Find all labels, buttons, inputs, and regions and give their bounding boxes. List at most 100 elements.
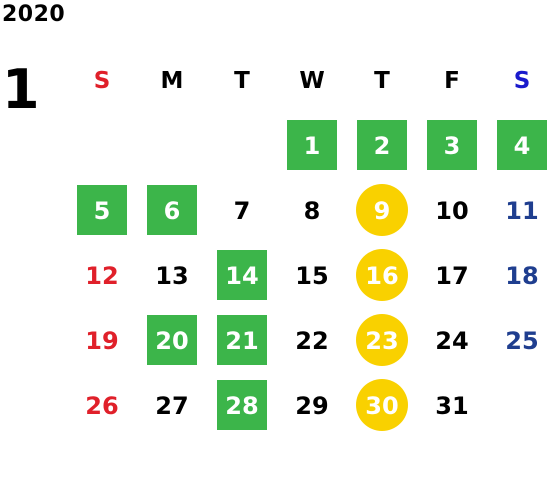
day-number: 11 xyxy=(505,196,539,225)
weekday-saturday: S xyxy=(487,48,548,113)
day-number: 4 xyxy=(513,131,531,160)
weekday-label: F xyxy=(444,67,460,94)
week-row: 26 27 28 29 30 31 xyxy=(67,373,548,438)
day-number: 6 xyxy=(163,196,181,225)
day-cell[interactable]: 28 xyxy=(207,373,277,438)
day-cell[interactable]: 22 xyxy=(277,308,347,373)
day-cell[interactable]: 14 xyxy=(207,243,277,308)
day-number: 26 xyxy=(85,391,119,420)
highlight-square xyxy=(147,185,197,235)
day-cell[interactable]: 20 xyxy=(137,308,207,373)
day-cell[interactable]: 13 xyxy=(137,243,207,308)
day-number: 2 xyxy=(373,131,391,160)
day-cell[interactable]: 30 xyxy=(347,373,417,438)
weekday-label: T xyxy=(234,67,250,94)
weekday-thursday: T xyxy=(347,48,417,113)
day-number: 12 xyxy=(85,261,119,290)
empty-day-cell xyxy=(487,373,548,438)
highlight-circle xyxy=(356,249,408,301)
day-number: 25 xyxy=(505,326,539,355)
day-number: 14 xyxy=(225,261,259,290)
weekday-label: S xyxy=(93,67,111,94)
day-cell[interactable]: 11 xyxy=(487,178,548,243)
weekday-wednesday: W xyxy=(277,48,347,113)
empty-day-cell xyxy=(137,113,207,178)
highlight-square xyxy=(147,315,197,365)
day-cell[interactable]: 31 xyxy=(417,373,487,438)
week-row: 12 13 14 15 16 17 18 xyxy=(67,243,548,308)
weekday-label: W xyxy=(299,67,325,94)
day-cell[interactable]: 5 xyxy=(67,178,137,243)
day-number: 16 xyxy=(365,261,399,290)
empty-day-cell xyxy=(67,113,137,178)
day-number: 24 xyxy=(435,326,469,355)
day-cell[interactable]: 18 xyxy=(487,243,548,308)
day-cell[interactable]: 19 xyxy=(67,308,137,373)
day-cell[interactable]: 27 xyxy=(137,373,207,438)
highlight-square xyxy=(217,380,267,430)
day-number: 9 xyxy=(373,196,391,225)
day-number: 13 xyxy=(155,261,189,290)
day-cell[interactable]: 21 xyxy=(207,308,277,373)
day-cell[interactable]: 8 xyxy=(277,178,347,243)
day-cell[interactable]: 24 xyxy=(417,308,487,373)
day-cell[interactable]: 3 xyxy=(417,113,487,178)
day-number: 20 xyxy=(155,326,189,355)
weekday-label: T xyxy=(374,67,390,94)
day-cell[interactable]: 6 xyxy=(137,178,207,243)
day-cell[interactable]: 12 xyxy=(67,243,137,308)
day-number: 15 xyxy=(295,261,329,290)
day-cell[interactable]: 17 xyxy=(417,243,487,308)
week-row: 5 6 7 8 9 10 11 xyxy=(67,178,548,243)
day-cell[interactable]: 15 xyxy=(277,243,347,308)
day-number: 3 xyxy=(443,131,461,160)
weekday-monday: M xyxy=(137,48,207,113)
weekday-friday: F xyxy=(417,48,487,113)
day-cell[interactable]: 16 xyxy=(347,243,417,308)
day-number: 23 xyxy=(365,326,399,355)
day-cell[interactable]: 10 xyxy=(417,178,487,243)
day-number: 17 xyxy=(435,261,469,290)
highlight-square xyxy=(497,120,547,170)
day-cell[interactable]: 29 xyxy=(277,373,347,438)
day-number: 7 xyxy=(233,196,251,225)
day-number: 8 xyxy=(303,196,321,225)
highlight-square xyxy=(77,185,127,235)
weekday-sunday: S xyxy=(67,48,137,113)
day-number: 5 xyxy=(93,196,111,225)
week-row: 19 20 21 22 23 24 25 xyxy=(67,308,548,373)
year-label: 2020 xyxy=(2,2,66,27)
weekday-tuesday: T xyxy=(207,48,277,113)
day-number: 19 xyxy=(85,326,119,355)
weekday-label: M xyxy=(160,67,184,94)
day-number: 27 xyxy=(155,391,189,420)
highlight-square xyxy=(217,315,267,365)
day-number: 29 xyxy=(295,391,329,420)
day-cell[interactable]: 9 xyxy=(347,178,417,243)
day-number: 21 xyxy=(225,326,259,355)
highlight-circle xyxy=(356,379,408,431)
day-cell[interactable]: 7 xyxy=(207,178,277,243)
highlight-square xyxy=(217,250,267,300)
empty-day-cell xyxy=(207,113,277,178)
highlight-circle xyxy=(356,184,408,236)
weekday-header-row: S M T W T F S xyxy=(67,48,548,113)
day-number: 30 xyxy=(365,391,399,420)
day-number: 10 xyxy=(435,196,469,225)
highlight-square xyxy=(287,120,337,170)
day-cell[interactable]: 1 xyxy=(277,113,347,178)
day-cell[interactable]: 2 xyxy=(347,113,417,178)
month-label: 1 xyxy=(2,58,40,121)
highlight-circle xyxy=(356,314,408,366)
day-number: 28 xyxy=(225,391,259,420)
day-cell[interactable]: 4 xyxy=(487,113,548,178)
weekday-label: S xyxy=(513,67,531,94)
day-number: 31 xyxy=(435,391,469,420)
day-cell[interactable]: 25 xyxy=(487,308,548,373)
day-cell[interactable]: 26 xyxy=(67,373,137,438)
day-cell[interactable]: 23 xyxy=(347,308,417,373)
highlight-square xyxy=(427,120,477,170)
